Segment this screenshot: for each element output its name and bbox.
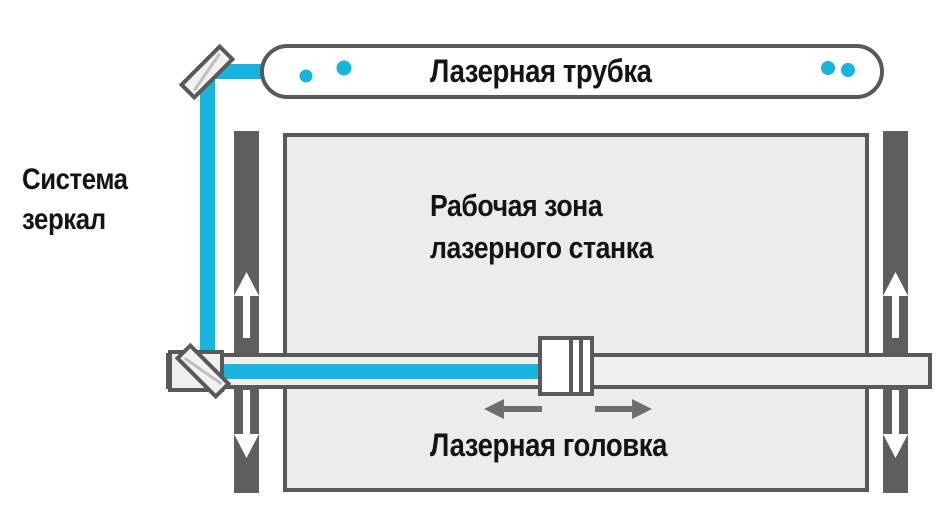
rail-left-down-arrow-icon (234, 390, 259, 458)
label-work-area: Рабочая зона лазерного станка (430, 188, 654, 265)
rail-left-up-arrow-icon (234, 272, 259, 338)
laser-tube-dot (336, 60, 352, 76)
mirror-2-bottom-left (174, 342, 232, 400)
label-laser-tube: Лазерная трубка (430, 53, 652, 89)
laser-tube-dot (841, 63, 855, 77)
laser-tube (260, 44, 884, 99)
rail-right-down-arrow-icon (883, 390, 908, 458)
laser-tube-dot (821, 61, 835, 75)
laser-beam-bottom-horizontal (200, 364, 562, 379)
label-laser-head: Лазерная головка (430, 427, 667, 463)
laser-beam-vertical (200, 66, 215, 366)
mirror-1-top-left (178, 43, 236, 101)
laser-head-block (538, 336, 594, 396)
head-right-arrow-icon (595, 399, 652, 419)
rail-right-up-arrow-icon (883, 272, 908, 338)
laser-tube-dot (299, 69, 313, 83)
work-area-panel (283, 133, 869, 492)
head-left-arrow-icon (484, 399, 542, 419)
label-mirror-system: Система зеркал (22, 163, 128, 237)
